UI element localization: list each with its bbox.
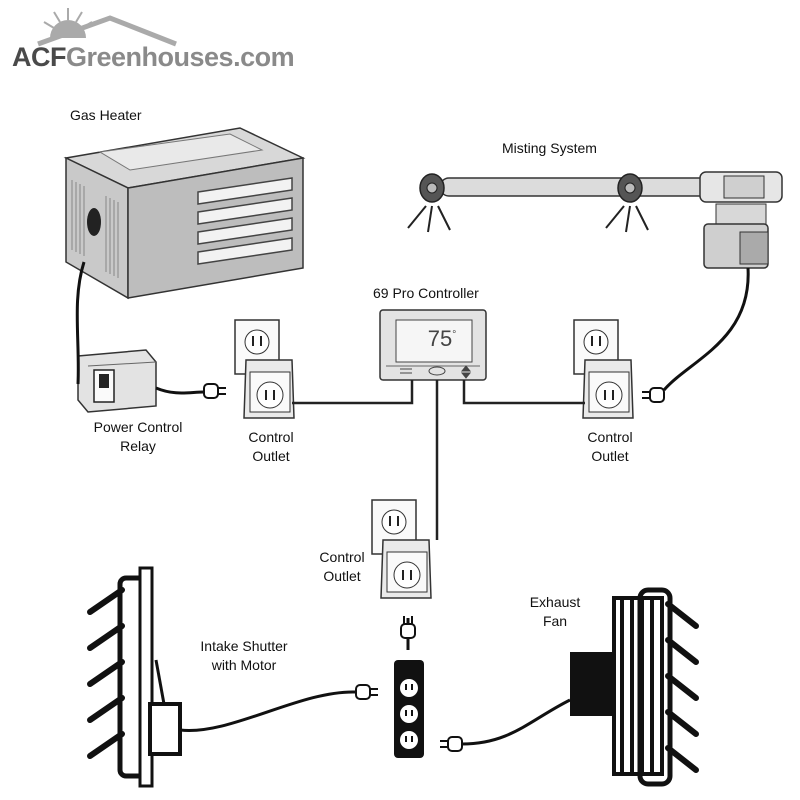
logo-wordmark: ACFGreenhouses.com bbox=[12, 42, 295, 73]
label-intake-line1: Intake Shutter bbox=[200, 638, 288, 654]
label-outlet-left: Control Outlet bbox=[238, 428, 304, 466]
misting-system bbox=[407, 171, 783, 269]
label-power-relay-line1: Power Control bbox=[93, 419, 183, 435]
exhaust-fan bbox=[570, 587, 699, 787]
misting-cord bbox=[662, 267, 750, 391]
label-exhaust-line1: Exhaust bbox=[529, 594, 581, 610]
misting-plug bbox=[642, 387, 665, 403]
label-exhaust-line2: Fan bbox=[542, 613, 568, 629]
intake-cord bbox=[179, 690, 357, 733]
label-outlet-right-line2: Outlet bbox=[591, 448, 629, 464]
label-intake-line2: with Motor bbox=[211, 657, 277, 673]
label-misting-system-text: Misting System bbox=[502, 140, 597, 156]
power-strip bbox=[394, 616, 424, 758]
label-power-relay: Power Control Relay bbox=[70, 418, 206, 456]
label-gas-heater: Gas Heater bbox=[70, 106, 142, 125]
logo-brand: ACF bbox=[12, 42, 67, 72]
relay-power-cord bbox=[155, 386, 205, 395]
intake-shutter bbox=[87, 566, 182, 788]
label-gas-heater-text: Gas Heater bbox=[70, 107, 142, 123]
exhaust-plug bbox=[440, 736, 463, 752]
relay-plug bbox=[203, 383, 226, 399]
controller-temperature: 75° bbox=[412, 326, 472, 352]
control-outlet-right bbox=[573, 319, 634, 419]
temperature-value: 75 bbox=[427, 326, 453, 351]
label-outlet-center-line2: Outlet bbox=[323, 568, 361, 584]
control-outlet-left bbox=[234, 319, 295, 419]
power-control-relay bbox=[77, 349, 157, 413]
label-outlet-center: Control Outlet bbox=[309, 548, 375, 586]
label-intake-shutter: Intake Shutter with Motor bbox=[186, 637, 302, 675]
label-misting-system: Misting System bbox=[502, 139, 597, 158]
controller-wires bbox=[292, 380, 585, 540]
logo-name: Greenhouses bbox=[66, 42, 234, 72]
label-controller-text: 69 Pro Controller bbox=[373, 285, 479, 301]
exhaust-cord bbox=[461, 698, 571, 746]
control-outlet-center bbox=[371, 499, 432, 599]
label-outlet-center-line1: Control bbox=[319, 549, 365, 565]
gas-heater bbox=[63, 127, 306, 300]
intake-plug bbox=[355, 684, 378, 700]
label-power-relay-line2: Relay bbox=[120, 438, 156, 454]
pro-controller bbox=[379, 309, 487, 381]
label-exhaust-fan: Exhaust Fan bbox=[522, 593, 588, 631]
label-outlet-left-line2: Outlet bbox=[252, 448, 290, 464]
label-outlet-right-line1: Control bbox=[587, 429, 633, 445]
temperature-degree: ° bbox=[452, 329, 457, 341]
heater-cord bbox=[75, 261, 86, 385]
label-outlet-right: Control Outlet bbox=[577, 428, 643, 466]
logo-icon bbox=[37, 8, 177, 47]
label-outlet-left-line1: Control bbox=[248, 429, 294, 445]
label-controller: 69 Pro Controller bbox=[373, 284, 479, 303]
logo-domain: .com bbox=[233, 42, 295, 72]
